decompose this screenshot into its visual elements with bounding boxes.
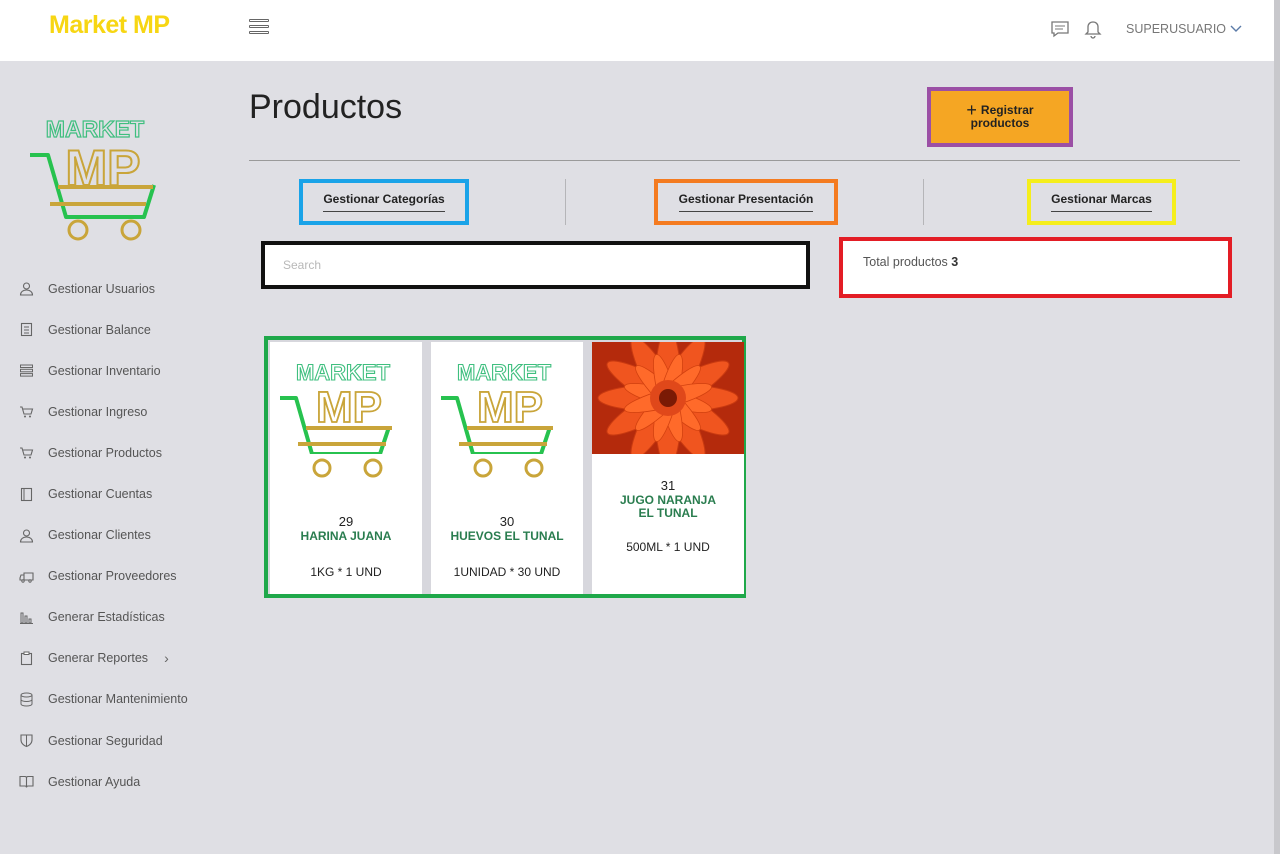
total-label: Total productos: [863, 255, 948, 269]
register-products-button[interactable]: +Registrar productos: [927, 87, 1073, 147]
sidebar-item-inventario[interactable]: Gestionar Inventario: [18, 350, 228, 391]
svg-text:MARKET: MARKET: [296, 360, 391, 385]
receipt-icon: [18, 321, 35, 338]
product-card[interactable]: MARKET MP 30 HUEVOS EL TUNAL 1UNIDAD * 3…: [431, 342, 583, 594]
product-description: 500ML * 1 UND: [626, 540, 710, 554]
sidebar-item-ayuda[interactable]: Gestionar Ayuda: [18, 761, 228, 802]
truck-icon: [18, 568, 35, 585]
sidebar-item-label: Generar Reportes: [48, 651, 149, 666]
sidebar-item-label: Gestionar Balance: [48, 322, 151, 337]
sidebar-nav: Gestionar Usuarios Gestionar Balance Ges…: [18, 268, 228, 802]
sidebar-item-seguridad[interactable]: Gestionar Seguridad: [18, 720, 228, 761]
sidebar-item-label: Gestionar Usuarios: [48, 281, 155, 296]
svg-text:MP: MP: [477, 383, 543, 432]
total-products-box: Total productos 3: [839, 237, 1232, 298]
product-card[interactable]: MARKET MP 29 HARINA JUANA 1KG * 1 UND: [270, 342, 422, 594]
user-icon: [18, 527, 35, 544]
book-icon: [18, 486, 35, 503]
sidebar-item-proveedores[interactable]: Gestionar Proveedores: [18, 556, 228, 597]
product-card[interactable]: 31 JUGO NARANJA EL TUNAL 500ML * 1 UND: [592, 327, 744, 594]
database-icon: [18, 691, 35, 708]
product-image: MARKET MP: [431, 342, 583, 478]
sidebar-item-mantenimiento[interactable]: Gestionar Mantenimiento: [18, 679, 228, 720]
product-image: MARKET MP: [270, 342, 422, 478]
sidebar-item-label: Gestionar Inventario: [48, 363, 161, 378]
product-grid: MARKET MP 29 HARINA JUANA 1KG * 1 UND MA…: [264, 327, 746, 598]
sidebar-item-label: Gestionar Clientes: [48, 528, 151, 543]
sidebar-item-cuentas[interactable]: Gestionar Cuentas: [18, 473, 228, 514]
scrollbar[interactable]: [1274, 0, 1280, 854]
sidebar-item-label: Gestionar Ayuda: [48, 774, 141, 789]
product-description: 1UNIDAD * 30 UND: [453, 565, 561, 579]
bell-icon[interactable]: [1083, 19, 1103, 39]
sidebar-item-estadisticas[interactable]: Generar Estadísticas: [18, 597, 228, 638]
svg-text:MARKET: MARKET: [457, 360, 552, 385]
cart-icon: [18, 403, 35, 420]
user-menu[interactable]: SUPERUSUARIO: [1126, 22, 1243, 36]
product-name: HUEVOS EL TUNAL: [450, 529, 564, 543]
svg-text:MARKET: MARKET: [46, 116, 144, 142]
search-input[interactable]: [265, 245, 806, 285]
clipboard-icon: [18, 650, 35, 667]
sidebar-item-usuarios[interactable]: Gestionar Usuarios: [18, 268, 228, 309]
chat-icon[interactable]: [1050, 19, 1070, 39]
brand-title[interactable]: Market MP: [49, 11, 170, 39]
total-count: 3: [951, 255, 959, 269]
page-title: Productos: [249, 88, 403, 126]
sidebar-item-label: Gestionar Productos: [48, 445, 162, 460]
manage-brands-button[interactable]: Gestionar Marcas: [1027, 179, 1176, 225]
sidebar-item-label: Gestionar Proveedores: [48, 569, 177, 584]
bar-chart-icon: [18, 609, 35, 626]
sidebar-item-label: Gestionar Cuentas: [48, 487, 153, 502]
manage-categories-button[interactable]: Gestionar Categorías: [299, 179, 469, 225]
chevron-right-icon[interactable]: ›: [164, 650, 169, 667]
user-icon: [18, 280, 35, 297]
divider: [565, 179, 566, 225]
sidebar-item-label: Gestionar Ingreso: [48, 404, 148, 419]
sidebar-item-label: Gestionar Mantenimiento: [48, 692, 188, 707]
product-image: [592, 327, 744, 469]
register-label: Registrar productos: [970, 103, 1034, 130]
chevron-down-icon: [1230, 25, 1242, 32]
product-id: 30: [499, 514, 515, 529]
menu-icon[interactable]: [249, 19, 269, 37]
manage-brands-label: Gestionar Marcas: [1051, 192, 1152, 212]
open-book-icon: [18, 773, 35, 790]
plus-icon: +: [966, 100, 977, 120]
product-name: JUGO NARANJA EL TUNAL: [619, 493, 716, 520]
sidebar-item-label: Generar Estadísticas: [48, 610, 165, 625]
sidebar-item-clientes[interactable]: Gestionar Clientes: [18, 515, 228, 556]
cart-icon: [18, 444, 35, 461]
list-icon: [18, 362, 35, 379]
product-id: 29: [338, 514, 354, 529]
search-field[interactable]: [261, 241, 810, 289]
user-name: SUPERUSUARIO: [1126, 22, 1227, 36]
product-id: 31: [660, 478, 676, 493]
divider: [923, 179, 924, 225]
top-bar: Market MP SUPERUSUARIO: [0, 0, 1280, 61]
market-mp-logo: MARKET MP: [28, 115, 163, 245]
product-description: 1KG * 1 UND: [310, 565, 382, 579]
sidebar-item-productos[interactable]: Gestionar Productos: [18, 432, 228, 473]
shield-icon: [18, 732, 35, 749]
manage-categories-label: Gestionar Categorías: [323, 192, 445, 212]
svg-text:MP: MP: [316, 383, 382, 432]
divider: [249, 160, 1240, 161]
manage-presentation-label: Gestionar Presentación: [678, 192, 814, 212]
product-name: HARINA JUANA: [300, 529, 392, 543]
sidebar-item-ingreso[interactable]: Gestionar Ingreso: [18, 391, 228, 432]
manage-presentation-button[interactable]: Gestionar Presentación: [654, 179, 838, 225]
sidebar-item-label: Gestionar Seguridad: [48, 733, 163, 748]
sidebar-item-reportes[interactable]: Generar Reportes ›: [18, 638, 228, 679]
sidebar-item-balance[interactable]: Gestionar Balance: [18, 309, 228, 350]
